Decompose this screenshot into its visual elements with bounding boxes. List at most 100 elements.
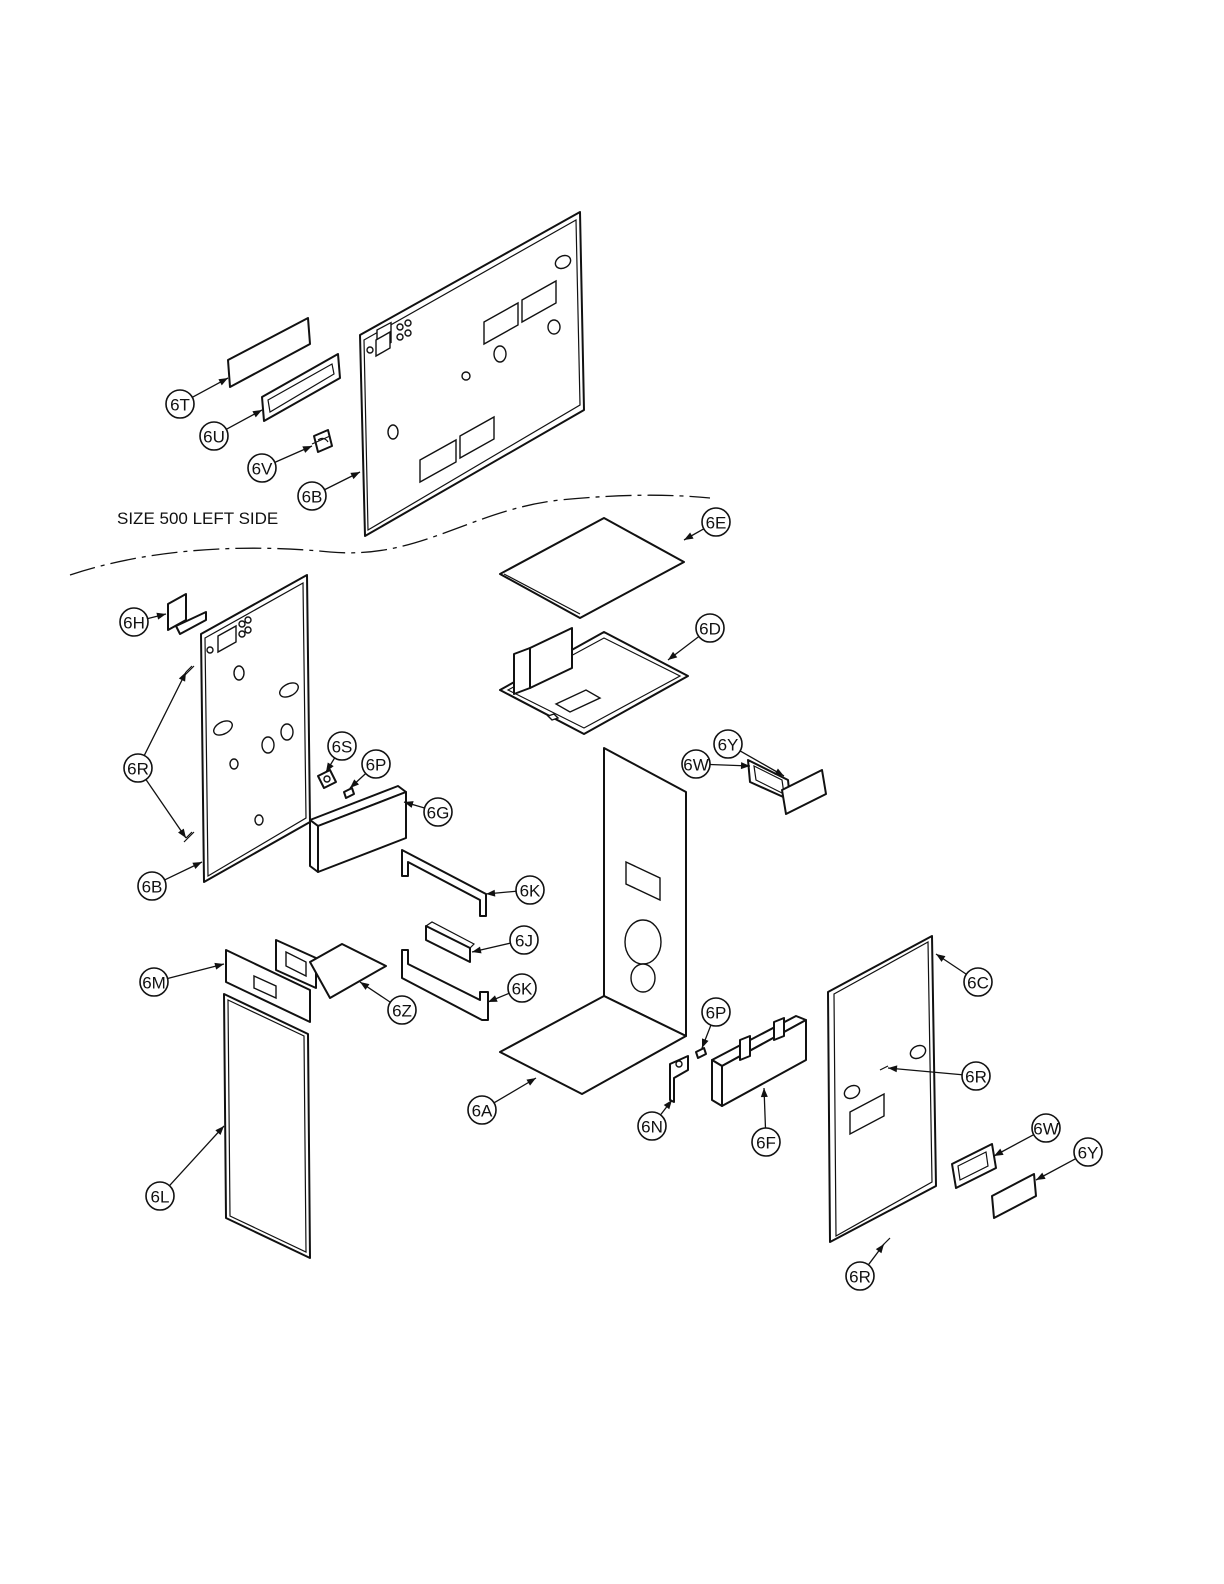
part-6E-top-panel	[500, 518, 684, 618]
callout-label: 6Z	[392, 1002, 412, 1021]
callout-arrowhead	[994, 1149, 1004, 1156]
part-6S-clip	[318, 770, 336, 788]
part-6P-pin-lower	[696, 1048, 706, 1058]
callout-6k: 6K	[486, 876, 544, 904]
callout-label: 6K	[520, 882, 541, 901]
part-6W-gasket-lower	[952, 1144, 996, 1188]
callout-label: 6S	[332, 738, 353, 757]
callout-arrowhead	[876, 1244, 884, 1253]
callout-arrowhead	[302, 446, 312, 453]
callout-arrowhead	[761, 1088, 768, 1097]
callout-arrowhead	[486, 890, 495, 897]
callout-label: 6H	[123, 614, 145, 633]
callout-6w: 6W	[994, 1114, 1060, 1156]
part-6C-right-side-panel	[828, 936, 936, 1242]
part-6H-bracket	[168, 594, 206, 634]
part-6J-tray	[426, 922, 474, 962]
part-6K-bracket-upper	[402, 850, 486, 916]
callout-label: 6E	[706, 514, 727, 533]
callout-6b: 6B	[138, 862, 202, 900]
callout-arrowhead	[218, 378, 228, 385]
callout-label: 6N	[641, 1118, 663, 1137]
callout-6r: 6R	[846, 1244, 884, 1290]
callout-label: 6P	[706, 1004, 727, 1023]
part-6D-base-pan	[500, 628, 688, 734]
callout-6n: 6N	[638, 1100, 672, 1140]
part-6V-bracket	[312, 430, 332, 452]
part-6L-front-door	[224, 994, 310, 1258]
callout-arrowhead	[668, 652, 677, 660]
part-6R-pins-left	[184, 666, 194, 842]
callout-6e: 6E	[684, 508, 730, 540]
callout-6k: 6K	[488, 974, 536, 1002]
callout-arrowhead	[472, 947, 482, 954]
callout-leader-line	[146, 780, 186, 838]
callout-label: 6Y	[1078, 1144, 1099, 1163]
part-6B-left-side-panel	[201, 575, 310, 882]
callout-arrowhead	[192, 862, 202, 869]
part-6Y-plate-upper	[782, 770, 826, 814]
callout-label: 6L	[151, 1188, 170, 1207]
callout-label: 6F	[756, 1134, 776, 1153]
callout-label: 6J	[515, 932, 533, 951]
callout-6p: 6P	[702, 998, 730, 1048]
callout-arrowhead	[702, 1038, 709, 1048]
callout-6g: 6G	[404, 798, 452, 826]
callout-label: 6U	[203, 428, 225, 447]
callout-label: 6P	[366, 756, 387, 775]
callout-label: 6Y	[718, 736, 739, 755]
callout-6l: 6L	[146, 1126, 224, 1210]
callout-6a: 6A	[468, 1078, 536, 1124]
part-6Y-plate-lower	[992, 1174, 1036, 1218]
callout-6b: 6B	[298, 472, 360, 510]
callout-label: 6R	[965, 1068, 987, 1087]
callout-6c: 6C	[936, 954, 992, 996]
part-6N-bracket	[670, 1056, 688, 1102]
callout-arrowhead	[684, 533, 694, 540]
callout-6y: 6Y	[1036, 1138, 1102, 1180]
part-6G-channel	[310, 786, 406, 872]
callout-arrowhead	[664, 1100, 672, 1109]
callout-arrowhead	[214, 963, 224, 970]
callout-label: 6M	[142, 974, 166, 993]
callout-label: 6C	[967, 974, 989, 993]
callout-6d: 6D	[668, 614, 724, 660]
callout-label: 6W	[1033, 1120, 1059, 1139]
callout-label: 6T	[170, 396, 190, 415]
callout-6m: 6M	[140, 963, 224, 996]
callout-6h: 6H	[120, 608, 166, 636]
callout-arrowhead	[1036, 1173, 1046, 1180]
callout-arrowhead	[179, 672, 186, 682]
callout-arrowhead	[936, 954, 945, 962]
callout-label: 6B	[142, 878, 163, 897]
callout-label: 6W	[683, 756, 709, 775]
callout-label: 6B	[302, 488, 323, 507]
callout-6j: 6J	[472, 926, 538, 954]
part-6A-main-wrapper	[500, 748, 686, 1094]
callout-label: 6R	[127, 760, 149, 779]
callout-label: 6R	[849, 1268, 871, 1287]
callout-arrowhead	[360, 982, 369, 990]
callout-label: 6A	[472, 1102, 493, 1121]
part-6F-burner-assembly	[712, 1016, 806, 1106]
callout-6r: 6R	[124, 672, 186, 838]
callout-6p: 6P	[350, 750, 390, 788]
callout-leader-line	[144, 672, 186, 755]
callout-arrowhead	[252, 410, 262, 417]
part-6B-size500-side-panel	[360, 212, 584, 536]
callout-6u: 6U	[200, 410, 262, 450]
callout-6w: 6W	[682, 750, 750, 778]
callout-leader-line	[169, 1126, 224, 1186]
callout-label: 6V	[252, 460, 273, 479]
part-6P-pin-upper	[344, 788, 354, 798]
callout-label: 6D	[699, 620, 721, 639]
callout-arrowhead	[488, 995, 498, 1002]
callout-6f: 6F	[752, 1088, 780, 1156]
callout-label: 6G	[427, 804, 450, 823]
callout-arrowhead	[526, 1078, 536, 1086]
callout-6s: 6S	[326, 732, 356, 772]
callout-6t: 6T	[166, 378, 228, 418]
callout-label: 6K	[512, 980, 533, 999]
section-note: SIZE 500 LEFT SIDE	[117, 509, 278, 528]
